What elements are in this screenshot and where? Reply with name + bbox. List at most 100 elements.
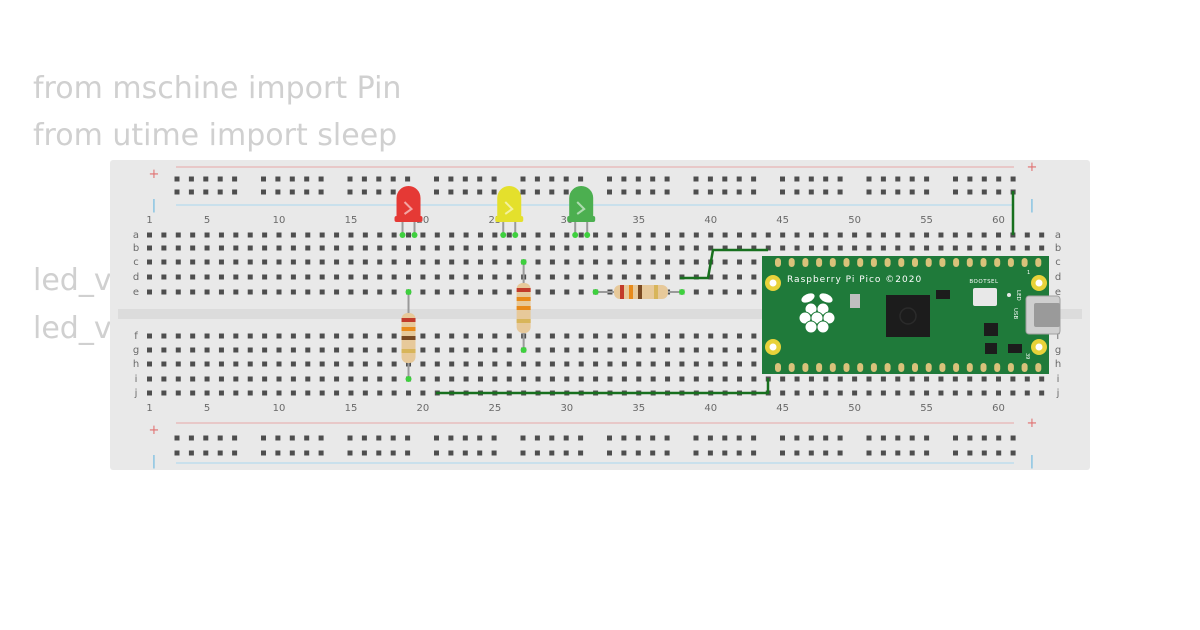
tie-point[interactable]	[593, 376, 599, 382]
rail-hole[interactable]	[996, 176, 1002, 182]
tie-point[interactable]	[679, 347, 685, 353]
tie-point[interactable]	[362, 390, 368, 396]
tie-point[interactable]	[319, 333, 325, 339]
pico-pin[interactable]	[870, 258, 877, 267]
tie-point[interactable]	[262, 274, 268, 280]
tie-point[interactable]	[233, 333, 239, 339]
rail-hole[interactable]	[909, 435, 915, 441]
tie-point[interactable]	[334, 347, 340, 353]
rail-hole[interactable]	[275, 435, 281, 441]
tie-point[interactable]	[564, 274, 570, 280]
tie-point[interactable]	[549, 289, 555, 295]
tie-point[interactable]	[938, 376, 944, 382]
tie-point[interactable]	[233, 376, 239, 382]
tie-point[interactable]	[636, 361, 642, 367]
tie-point[interactable]	[492, 347, 498, 353]
tie-point[interactable]	[794, 390, 800, 396]
rail-hole[interactable]	[837, 450, 843, 456]
tie-point[interactable]	[434, 289, 440, 295]
tie-point[interactable]	[693, 376, 699, 382]
tie-point[interactable]	[852, 232, 858, 238]
tie-point[interactable]	[406, 390, 412, 396]
tie-point[interactable]	[578, 333, 584, 339]
rail-hole[interactable]	[909, 450, 915, 456]
rail-hole[interactable]	[434, 450, 439, 456]
tie-point[interactable]	[175, 232, 181, 238]
tie-point[interactable]	[305, 376, 311, 382]
tie-point[interactable]	[406, 245, 412, 251]
rail-hole[interactable]	[217, 176, 223, 182]
rail-hole[interactable]	[607, 189, 612, 195]
rail-hole[interactable]	[621, 176, 627, 182]
rail-hole[interactable]	[448, 450, 454, 456]
tie-point[interactable]	[175, 289, 181, 295]
tie-point[interactable]	[521, 245, 527, 251]
tie-point[interactable]	[147, 274, 152, 280]
tie-point[interactable]	[175, 361, 181, 367]
rail-hole[interactable]	[967, 176, 973, 182]
tie-point[interactable]	[391, 333, 397, 339]
tie-point[interactable]	[981, 232, 987, 238]
rail-hole[interactable]	[967, 435, 973, 441]
tie-point[interactable]	[578, 259, 584, 265]
tie-point[interactable]	[506, 333, 512, 339]
tie-point[interactable]	[794, 245, 800, 251]
rail-hole[interactable]	[823, 189, 829, 195]
tie-point[interactable]	[420, 333, 426, 339]
tie-point[interactable]	[492, 245, 498, 251]
rail-hole[interactable]	[909, 189, 915, 195]
tie-point[interactable]	[736, 232, 742, 238]
pico-pin[interactable]	[843, 258, 850, 267]
tie-point[interactable]	[693, 232, 699, 238]
rail-hole[interactable]	[837, 189, 843, 195]
rail-hole[interactable]	[318, 435, 324, 441]
pico-pin[interactable]	[816, 363, 823, 372]
rail-hole[interactable]	[808, 450, 814, 456]
tie-point[interactable]	[535, 289, 541, 295]
tie-point[interactable]	[204, 347, 210, 353]
tie-point[interactable]	[636, 347, 642, 353]
tie-point[interactable]	[593, 361, 599, 367]
rail-hole[interactable]	[174, 189, 180, 195]
pico-pin[interactable]	[939, 258, 946, 267]
tie-point[interactable]	[190, 245, 196, 251]
tie-point[interactable]	[650, 376, 656, 382]
pico-pin[interactable]	[980, 363, 987, 372]
tie-point[interactable]	[736, 347, 742, 353]
rail-hole[interactable]	[477, 176, 483, 182]
tie-point[interactable]	[1010, 376, 1016, 382]
tie-point[interactable]	[420, 361, 426, 367]
rail-hole[interactable]	[232, 435, 238, 441]
tie-point[interactable]	[866, 390, 872, 396]
rail-hole[interactable]	[304, 189, 310, 195]
rail-hole[interactable]	[275, 176, 281, 182]
rail-hole[interactable]	[448, 176, 454, 182]
tie-point[interactable]	[607, 333, 613, 339]
rail-hole[interactable]	[563, 189, 569, 195]
tie-point[interactable]	[535, 333, 541, 339]
pico-pin[interactable]	[802, 258, 809, 267]
tie-point[interactable]	[665, 245, 671, 251]
tie-point[interactable]	[463, 289, 469, 295]
leds[interactable]	[394, 186, 596, 238]
tie-point[interactable]	[420, 376, 426, 382]
tie-point[interactable]	[319, 361, 325, 367]
tie-point[interactable]	[607, 361, 613, 367]
tie-point[interactable]	[391, 274, 397, 280]
tie-point[interactable]	[808, 232, 814, 238]
tie-point[interactable]	[190, 232, 196, 238]
rail-hole[interactable]	[376, 189, 382, 195]
rail-hole[interactable]	[837, 176, 843, 182]
rail-hole[interactable]	[664, 450, 670, 456]
tie-point[interactable]	[305, 274, 311, 280]
tie-point[interactable]	[161, 245, 167, 251]
pico-pin[interactable]	[1035, 258, 1042, 267]
tie-point[interactable]	[449, 347, 455, 353]
tie-point[interactable]	[147, 259, 152, 265]
tie-point[interactable]	[578, 274, 584, 280]
rail-hole[interactable]	[650, 450, 656, 456]
tie-point[interactable]	[506, 376, 512, 382]
tie-point[interactable]	[492, 376, 498, 382]
rail-hole[interactable]	[967, 189, 973, 195]
